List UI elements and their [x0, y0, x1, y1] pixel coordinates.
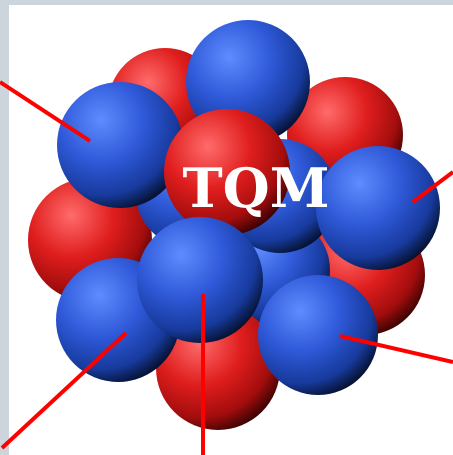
blue-sphere [316, 146, 440, 270]
blue-sphere [137, 217, 263, 343]
tqm-label: TQM [183, 156, 330, 220]
blue-sphere [258, 275, 378, 395]
blue-sphere [57, 82, 183, 208]
